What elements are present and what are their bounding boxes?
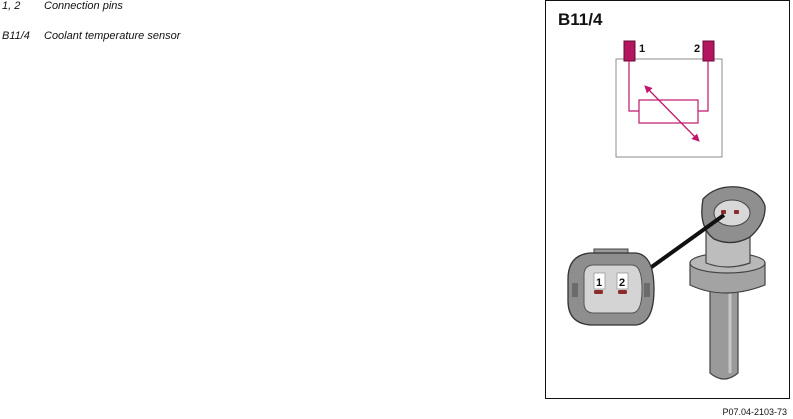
variable-arrow [644, 85, 700, 142]
connector-pin-2 [618, 290, 627, 294]
legend: 1, 2 Connection pins B11/4 Coolant tempe… [2, 0, 180, 60]
sensor-head-contact-1 [721, 210, 726, 214]
schematic-resistor [638, 99, 699, 124]
connector-pin-label-2: 2 [619, 277, 625, 289]
figure-title: B11/4 [558, 10, 603, 29]
legend-key: B11/4 [2, 30, 30, 42]
schematic-symbol: 1 2 [615, 40, 723, 158]
connector-key-left [572, 283, 578, 297]
connector-face [583, 264, 643, 314]
figure-code: P07.04-2103-73 [722, 407, 787, 417]
legend-description: Coolant temperature sensor [44, 30, 181, 42]
legend-key: 1, 2 [2, 0, 21, 12]
sensor-figure: B11/4 1 2 [545, 0, 790, 399]
sensor-head-socket [713, 199, 751, 227]
connector-detail: 1 2 [567, 248, 655, 326]
schematic-pin-label-2: 2 [694, 43, 700, 55]
connector-key-right [644, 283, 650, 297]
connector-latch [593, 248, 629, 253]
schematic-pin-label-1: 1 [639, 43, 645, 55]
connector-pin-label-1: 1 [596, 277, 602, 289]
sensor-stem [709, 285, 739, 380]
schematic-pin-1 [623, 40, 636, 62]
legend-description: Connection pins [44, 0, 123, 12]
connector-pin-1 [594, 290, 603, 294]
sensor-head-contact-2 [734, 210, 739, 214]
detail-leader-line [644, 213, 726, 273]
legend-row-coolant-sensor: B11/4 Coolant temperature sensor [2, 30, 180, 42]
connector-label-box-1 [593, 272, 606, 290]
schematic-pin-2 [702, 40, 715, 62]
schematic-wire-2 [698, 61, 709, 112]
sensor-body [689, 186, 766, 380]
schematic-wire-1 [628, 61, 639, 112]
connector-label-box-2 [616, 272, 629, 290]
legend-row-connection-pins: 1, 2 Connection pins [2, 0, 180, 12]
sensor-illustration: 1 2 [567, 40, 766, 380]
